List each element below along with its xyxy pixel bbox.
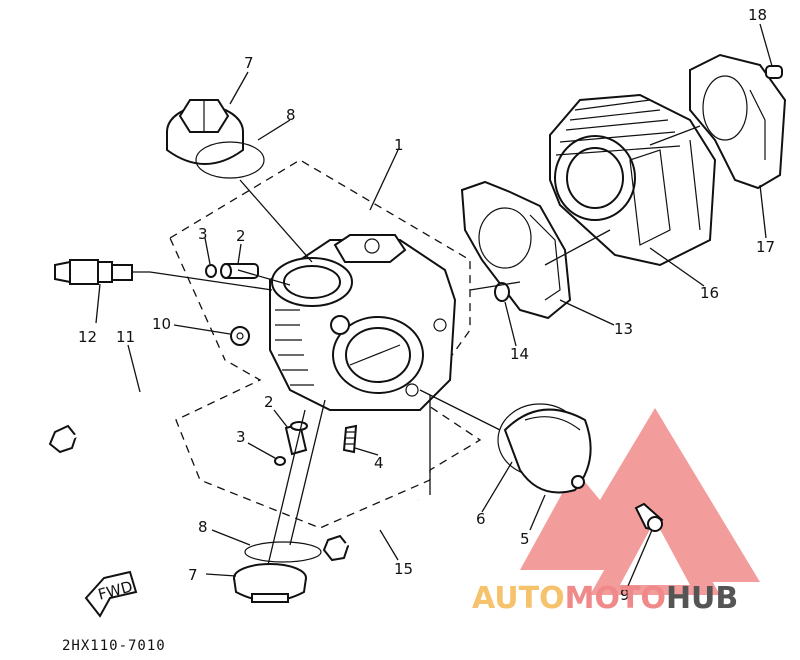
head-gasket — [460, 180, 572, 320]
pin-top — [205, 264, 217, 278]
washer — [230, 326, 250, 346]
callout-14: 14 — [510, 345, 529, 363]
callout-10: 10 — [152, 315, 171, 333]
dowel-bottom — [284, 421, 308, 456]
oring-bottom — [244, 541, 322, 563]
callout-8-bottom: 8 — [198, 518, 208, 536]
pin-bottom — [274, 456, 286, 466]
oring-top — [195, 141, 265, 179]
diagram-code: 2HX110-7010 — [62, 638, 166, 654]
callout-18: 18 — [748, 6, 767, 24]
callout-13: 13 — [614, 320, 633, 338]
watermark-moto: MOTO — [565, 581, 666, 616]
callout-1: 1 — [394, 136, 404, 154]
callout-2-bottom: 2 — [264, 393, 274, 411]
fwd-arrow — [84, 570, 138, 618]
spark-plug — [54, 259, 150, 285]
callout-4: 4 — [374, 454, 384, 472]
svg-text:AUTOMOTOHUB: AUTOMOTOHUB — [472, 581, 738, 616]
callout-labels: 7 8 1 3 2 12 10 11 2 3 4 8 7 15 6 5 9 14… — [78, 6, 775, 604]
base-dowel — [765, 65, 783, 79]
callout-7-top: 7 — [244, 54, 254, 72]
callout-16: 16 — [700, 284, 719, 302]
callout-15: 15 — [394, 560, 413, 578]
callout-9: 9 — [620, 586, 630, 604]
callout-3-top: 3 — [198, 225, 208, 243]
cylinder-head — [269, 234, 457, 411]
stud — [342, 424, 358, 454]
callout-7-bottom: 7 — [188, 566, 198, 584]
callout-8-top: 8 — [286, 106, 296, 124]
watermark-hub: HUB — [666, 581, 738, 616]
watermark-auto: AUTO — [472, 581, 565, 616]
callout-11: 11 — [116, 328, 135, 346]
callout-2-top: 2 — [236, 227, 246, 245]
cylinder-dowel — [494, 282, 510, 302]
head-boundary — [169, 159, 482, 529]
side-cover — [503, 408, 592, 494]
dowel-top — [220, 263, 259, 279]
base-gasket — [689, 53, 787, 190]
watermark-text: AUTOMOTOHUB — [472, 581, 738, 616]
callout-3-bottom: 3 — [236, 428, 246, 446]
leader-lines — [95, 23, 773, 587]
oil-cap-top — [166, 99, 244, 165]
short-bolt — [322, 498, 419, 562]
callout-6: 6 — [476, 510, 486, 528]
callout-5: 5 — [520, 530, 530, 548]
oil-cap-bottom — [233, 563, 307, 603]
callout-12: 12 — [78, 328, 97, 346]
cover-screw — [634, 502, 664, 532]
watermark-logo — [520, 408, 760, 595]
long-bolt — [48, 350, 226, 454]
callout-17: 17 — [756, 238, 775, 256]
cylinder-block — [549, 93, 717, 267]
